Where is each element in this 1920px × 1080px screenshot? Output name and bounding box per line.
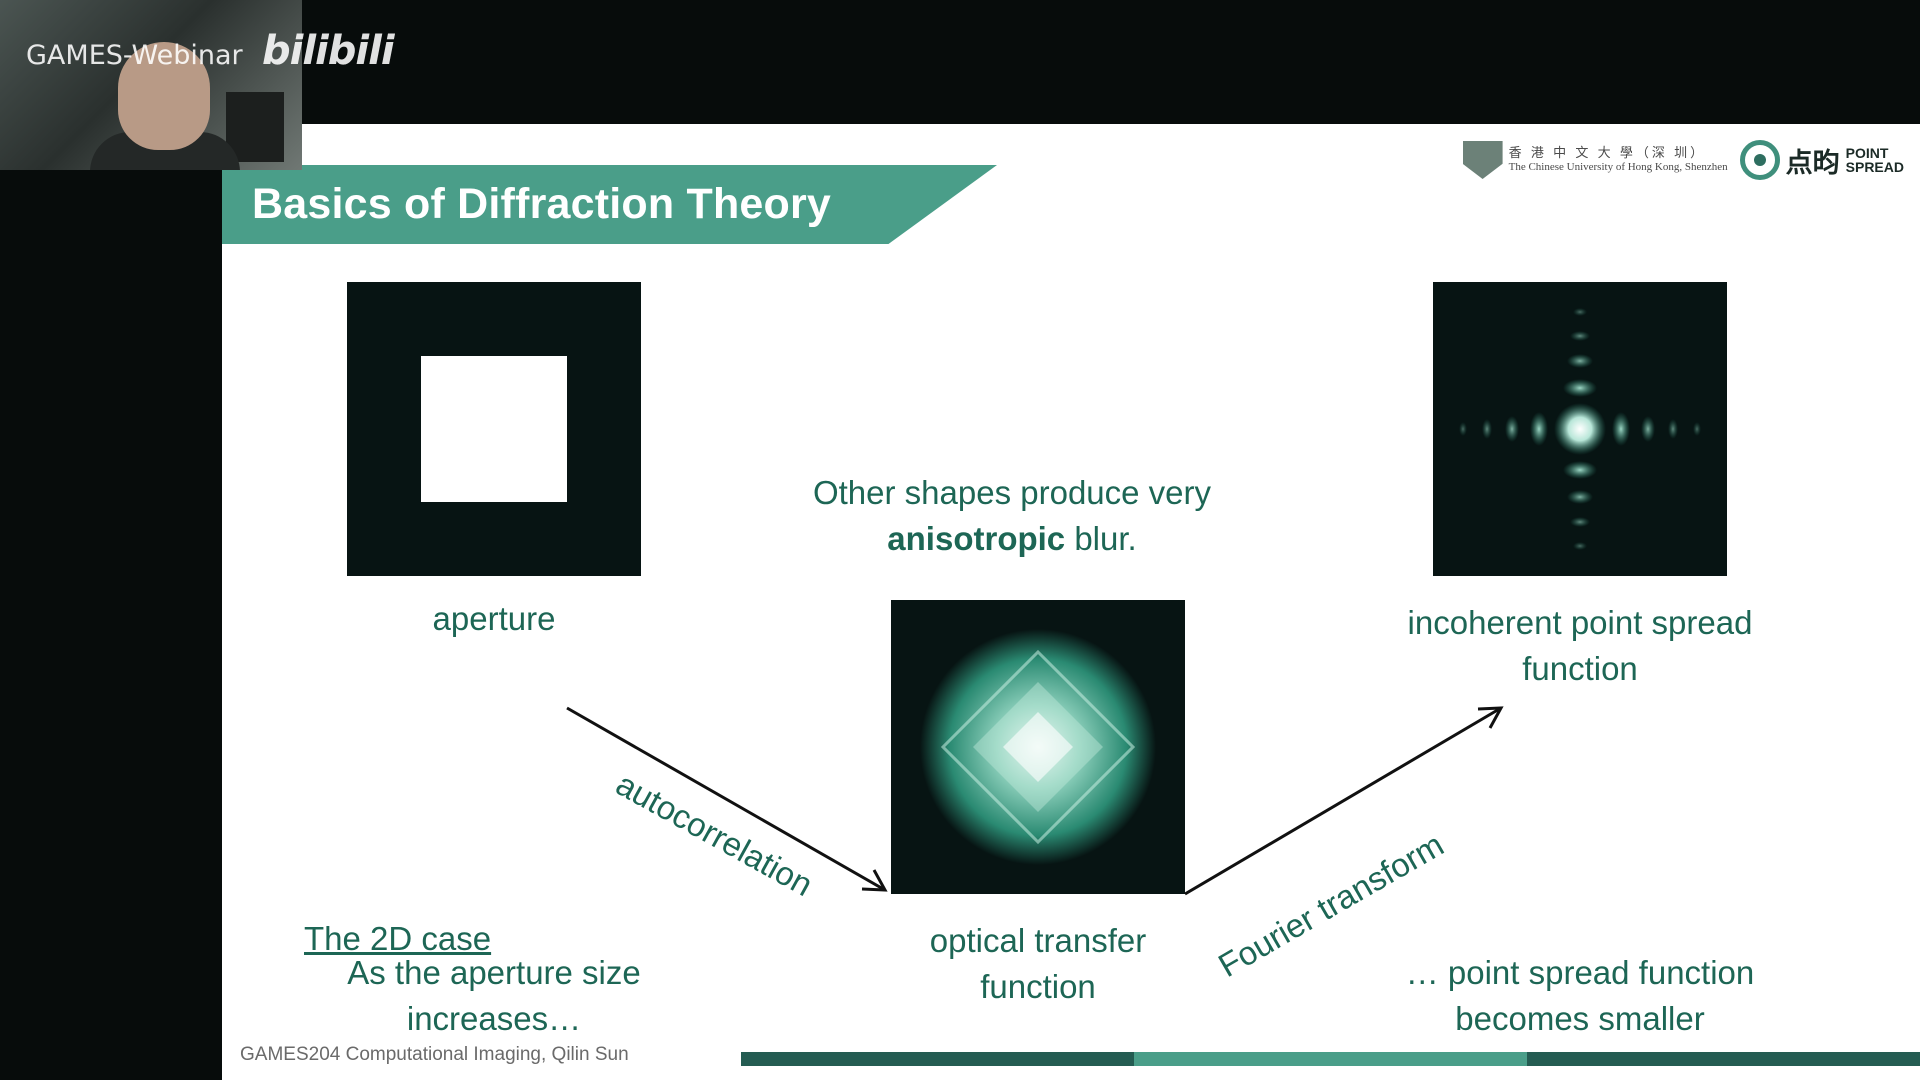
slide-title: Basics of Diffraction Theory [252, 180, 832, 228]
otf-caption: optical transfer function [882, 918, 1194, 1010]
logo-strip: 香 港 中 文 大 學（深 圳） The Chinese University … [1462, 138, 1904, 182]
footer-bar-middle [1134, 1052, 1527, 1066]
university-name-en: The Chinese University of Hong Kong, She… [1508, 161, 1728, 174]
footer-bar-left [741, 1052, 1134, 1066]
otf-image [891, 600, 1185, 894]
note-tail: blur. [1065, 520, 1137, 557]
slide-canvas: Basics of Diffraction Theory 香 港 中 文 大 學… [222, 124, 1920, 1080]
square-aperture [421, 356, 567, 502]
footer-credit: GAMES204 Computational Imaging, Qilin Su… [240, 1044, 629, 1065]
otf-pattern [891, 600, 1185, 894]
lab-name-cn: 点昀 [1785, 147, 1840, 178]
psf-smaller-note: … point spread function becomes smaller [1372, 950, 1788, 1042]
title-banner [222, 165, 997, 244]
fourier-arrow [1184, 706, 1504, 896]
aperture-caption: aperture [432, 600, 556, 637]
process-arrows [566, 706, 1504, 896]
left-note-line-1: As the aperture size [347, 954, 641, 991]
university-name-cn: 香 港 中 文 大 學（深 圳） [1508, 145, 1707, 161]
footer-bar-right [1527, 1052, 1920, 1066]
link-2d-case[interactable]: The 2D case [304, 920, 492, 957]
background-object [226, 92, 284, 162]
psf-caption-line-2: function [1522, 650, 1638, 687]
bilibili-logo: bilibili [262, 28, 395, 74]
psf-caption-line-1: incoherent point spread [1407, 604, 1753, 641]
lab-name-en-1: POINT [1845, 145, 1889, 161]
video-top-band [0, 0, 1920, 124]
otf-caption-line-1: optical transfer [929, 922, 1147, 959]
aperture-size-note: As the aperture size increases… [324, 950, 664, 1042]
otf-caption-line-2: function [980, 968, 1096, 1005]
psf-image [1433, 282, 1727, 576]
autocorrelation-arrow [566, 706, 888, 892]
anisotropic-note: Other shapes produce very anisotropic bl… [772, 470, 1252, 562]
point-spread-logo: 点昀 POINT SPREAD [1739, 140, 1904, 180]
right-note-line-1: … point spread function [1405, 954, 1755, 991]
aperture-image [347, 282, 641, 576]
webcam-overlay [0, 0, 302, 170]
video-left-band [0, 124, 222, 1080]
psf-caption: incoherent point spread function [1372, 600, 1788, 692]
cuhk-sz-logo: 香 港 中 文 大 學（深 圳） The Chinese University … [1462, 141, 1728, 179]
note-line-1: Other shapes produce very [812, 474, 1212, 511]
channel-watermark: GAMES-Webinar [26, 40, 243, 71]
psf-pattern [1433, 282, 1727, 576]
note-bold-word: anisotropic [887, 520, 1066, 557]
right-note-line-2: becomes smaller [1455, 1000, 1705, 1037]
eye-icon [1739, 140, 1780, 180]
presenter-face [118, 42, 210, 150]
lab-name-en-2: SPREAD [1845, 159, 1904, 175]
left-note-line-2: increases… [406, 1000, 582, 1037]
